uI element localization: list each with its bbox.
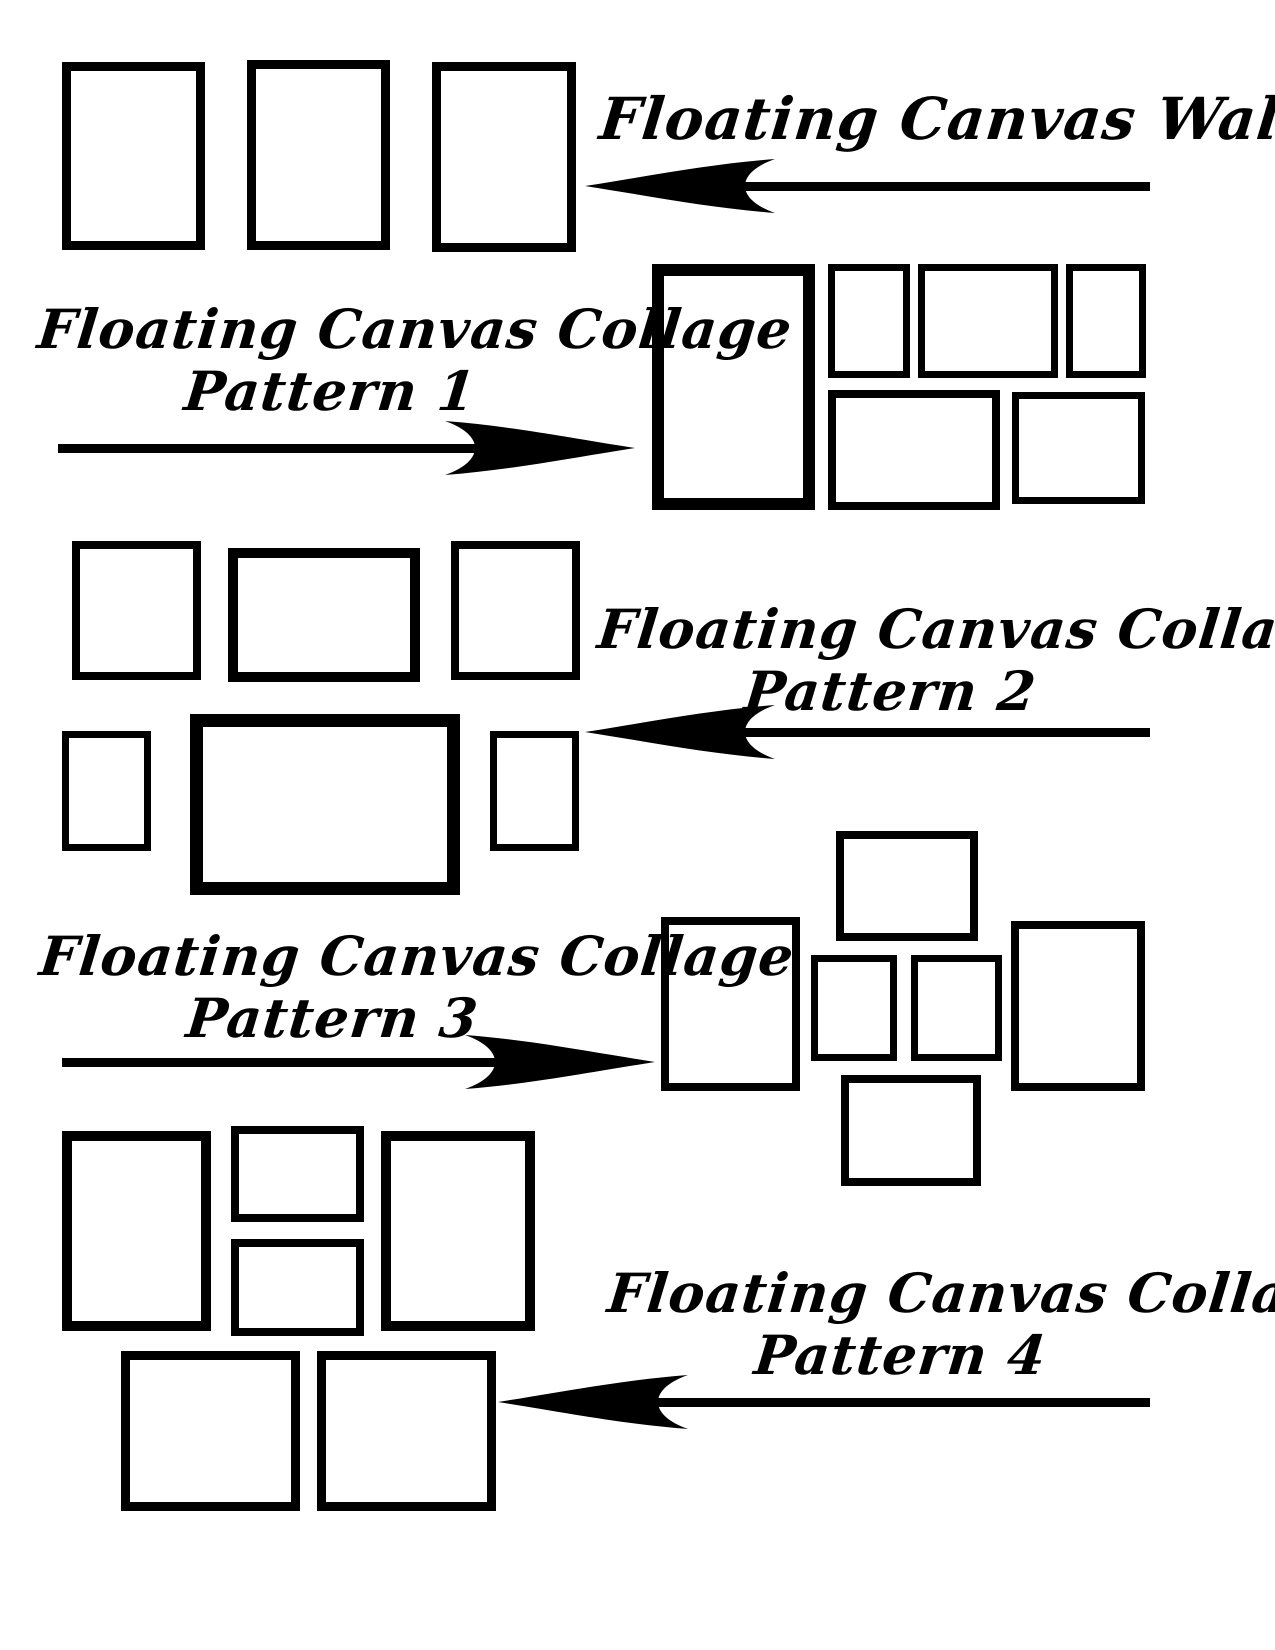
- canvas-frame: [190, 714, 460, 895]
- canvas-frame: [62, 62, 205, 250]
- canvas-frame: [62, 1131, 211, 1331]
- arrow-left-icon: [585, 704, 1150, 760]
- section-label-pattern-4: Floating Canvas Collage Pattern 4: [605, 1261, 1275, 1387]
- canvas-frame: [841, 1075, 981, 1186]
- canvas-frame: [247, 60, 390, 250]
- canvas-frame: [62, 731, 151, 851]
- canvas-frame: [231, 1239, 364, 1336]
- canvas-frame: [228, 548, 420, 682]
- canvas-frame: [72, 541, 201, 680]
- canvas-frame: [231, 1126, 364, 1222]
- section-label-wall: Floating Canvas Wall: [596, 85, 1275, 153]
- arrow-left-icon: [498, 1374, 1150, 1430]
- canvas-frame: [828, 264, 910, 378]
- label-line: Floating Canvas Collage: [36, 924, 798, 988]
- arrow-left-icon: [585, 158, 1150, 214]
- canvas-frame: [1012, 392, 1145, 504]
- canvas-frame: [918, 264, 1058, 378]
- canvas-frame: [121, 1351, 300, 1511]
- label-line: Floating Canvas Collage: [604, 1261, 1275, 1325]
- arrow-right-icon: [62, 1034, 655, 1090]
- canvas-frame: [317, 1351, 496, 1511]
- label-line: Floating Canvas Collage: [594, 597, 1275, 661]
- section-label-pattern-3: Floating Canvas Collage Pattern 3: [37, 924, 798, 1050]
- label-line: Floating Canvas Wall: [596, 85, 1275, 153]
- label-line: Floating Canvas Collage: [34, 297, 796, 361]
- canvas-frame: [432, 62, 576, 252]
- label-line: Pattern 1: [181, 359, 480, 424]
- canvas-frame: [1066, 264, 1146, 378]
- section-label-pattern-1: Floating Canvas Collage Pattern 1: [35, 297, 796, 423]
- canvas-frame: [811, 955, 897, 1061]
- canvas-frame: [490, 731, 579, 851]
- canvas-frame: [836, 831, 978, 941]
- canvas-frame: [828, 390, 1000, 510]
- canvas-frame: [652, 264, 815, 510]
- canvas-frame: [381, 1131, 535, 1331]
- arrow-right-icon: [58, 420, 635, 476]
- canvas-frame: [1011, 921, 1145, 1091]
- canvas-frame: [451, 541, 580, 680]
- canvas-frame: [661, 917, 800, 1091]
- canvas-frame: [911, 955, 1002, 1061]
